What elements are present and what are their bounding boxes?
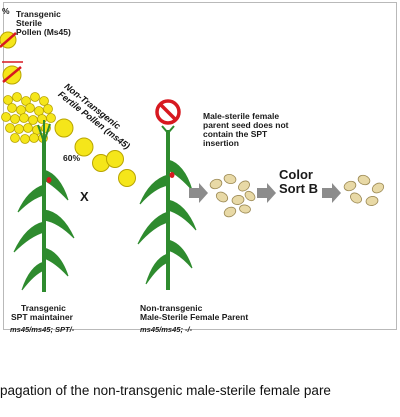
color-sort-label: Color Sort B — [279, 167, 318, 196]
seed-note-label: Male-sterile female parent seed does not… — [203, 111, 289, 148]
arrow-to-seeds — [189, 183, 208, 203]
transgenic-pollen-label: Transgenic Sterile Pollen (Ms45) — [16, 9, 71, 37]
female-genotype-label: ms45/ms45; -/- — [140, 325, 193, 334]
maintainer-name-label: Transgenic SPT maintainer — [11, 303, 73, 322]
percent-top-label: % — [2, 6, 10, 16]
prohibit-icon — [155, 99, 181, 125]
arrow-after-sort — [322, 183, 341, 203]
percent-60-label: 60% — [63, 153, 81, 163]
process-arrows — [189, 183, 341, 203]
maintainer-genotype-label: ms45/ms45; SPT/- — [10, 325, 75, 334]
sterile-pollen-grains — [0, 31, 23, 85]
maintainer-plant — [13, 120, 75, 292]
arrow-to-sort — [257, 183, 276, 203]
female-name-label: Non-transgenic Male-Sterile Female Paren… — [140, 303, 249, 322]
diagram-frame — [3, 2, 397, 330]
figure-caption: pagation of the non-transgenic male-ster… — [0, 383, 331, 398]
fertile-pollen-cloud — [1, 92, 56, 144]
female-plant — [137, 125, 197, 290]
traveling-pollen — [54, 118, 136, 187]
cross-symbol: X — [80, 189, 89, 204]
seeds-after-sort — [343, 174, 385, 206]
seeds-before-sort — [209, 173, 256, 218]
